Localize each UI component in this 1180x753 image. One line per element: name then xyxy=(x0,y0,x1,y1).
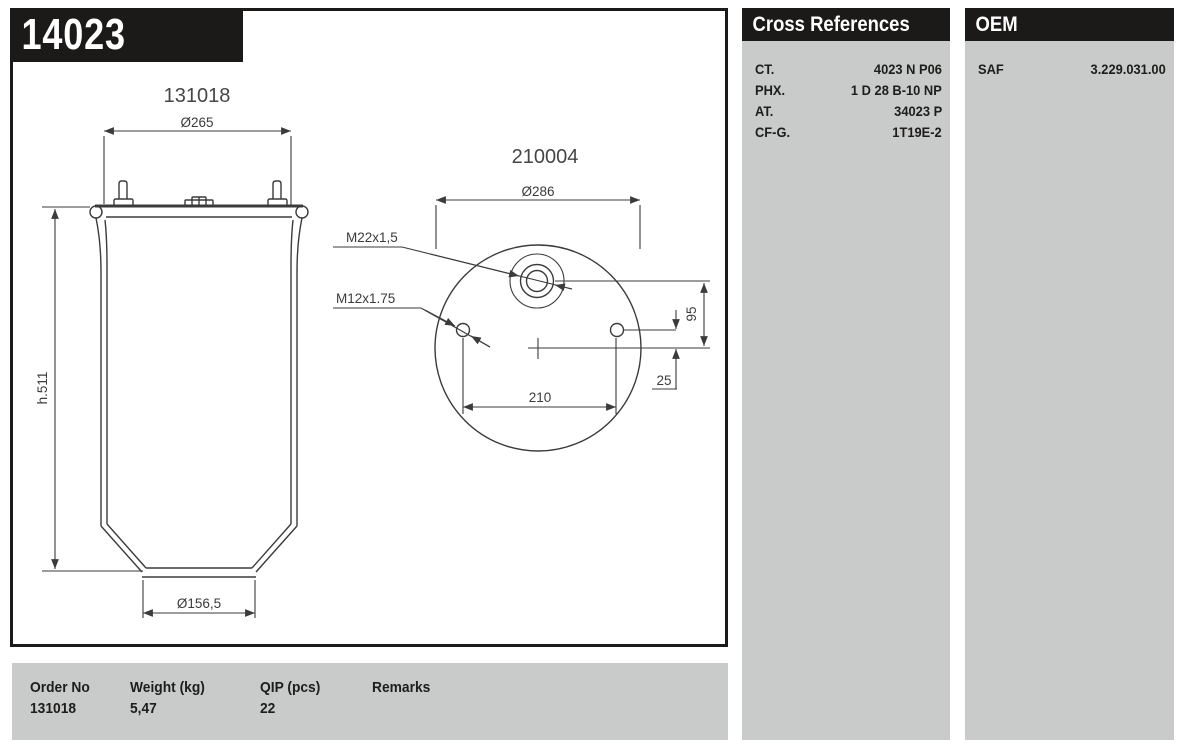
cross-reference-row: CF-G. 1T19E-2 xyxy=(755,124,942,145)
oem-brand: SAF xyxy=(978,61,1004,77)
remarks-column: Remarks xyxy=(372,677,435,698)
qip-value: 22 xyxy=(260,700,276,717)
cross-references-header: Cross References xyxy=(742,8,950,41)
order-no-header: Order No xyxy=(30,679,90,696)
oem-row: SAF 3.229.031.00 xyxy=(978,61,1166,82)
part-number-header: 14023 xyxy=(10,8,243,62)
cross-reference-row: PHX. 1 D 28 B-10 NP xyxy=(755,82,942,103)
oem-title: OEM xyxy=(975,13,1018,36)
oem-number: 3.229.031.00 xyxy=(1090,61,1166,77)
cross-ref-brand: CT. xyxy=(755,61,775,77)
oem-panel: OEM SAF 3.229.031.00 xyxy=(965,8,1174,740)
part-number-title: 14023 xyxy=(21,10,126,59)
qip-header: QIP (pcs) xyxy=(260,679,321,696)
cross-ref-number: 4023 N P06 xyxy=(873,61,942,77)
cross-references-panel: Cross References CT. 4023 N P06 PHX. 1 D… xyxy=(742,8,950,740)
remarks-header: Remarks xyxy=(372,679,431,696)
order-no-column: Order No 131018 xyxy=(30,677,95,719)
cross-reference-row: CT. 4023 N P06 xyxy=(755,61,942,82)
cross-ref-number: 1 D 28 B-10 NP xyxy=(851,82,942,98)
order-no-value: 131018 xyxy=(30,700,77,717)
order-table: Order No 131018 Weight (kg) 5,47 QIP (pc… xyxy=(12,663,728,740)
cross-references-title: Cross References xyxy=(752,13,910,36)
weight-column: Weight (kg) 5,47 xyxy=(130,677,211,719)
cross-reference-row: AT. 34023 P xyxy=(755,103,942,124)
drawing-panel xyxy=(10,8,728,647)
oem-list: SAF 3.229.031.00 xyxy=(965,41,1174,82)
oem-header: OEM xyxy=(965,8,1174,41)
weight-header: Weight (kg) xyxy=(130,679,205,696)
cross-ref-brand: CF-G. xyxy=(755,124,791,140)
cross-ref-brand: AT. xyxy=(755,103,774,119)
cross-ref-number: 34023 P xyxy=(894,103,942,119)
cross-references-list: CT. 4023 N P06 PHX. 1 D 28 B-10 NP AT. 3… xyxy=(742,41,950,145)
weight-value: 5,47 xyxy=(130,700,157,717)
qip-column: QIP (pcs) 22 xyxy=(260,677,326,719)
cross-ref-brand: PHX. xyxy=(755,82,786,98)
cross-ref-number: 1T19E-2 xyxy=(892,124,942,140)
